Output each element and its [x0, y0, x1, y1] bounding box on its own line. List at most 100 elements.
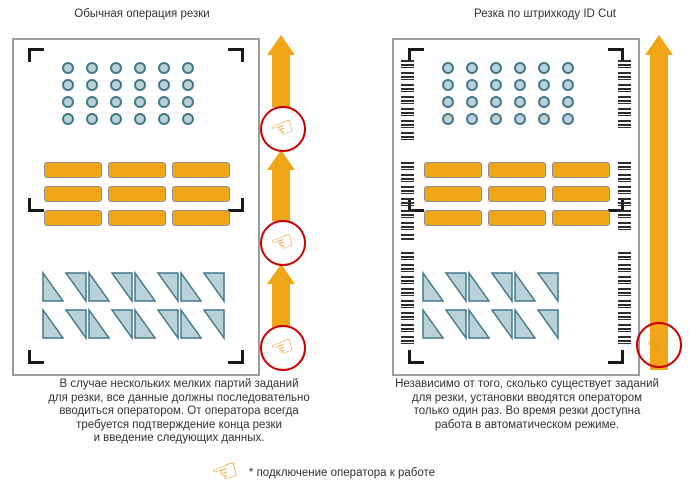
circle-label [538, 79, 550, 91]
rectangle-label [108, 186, 166, 202]
triangle-label [490, 309, 513, 341]
circle-label [86, 113, 98, 125]
circle-label [490, 62, 502, 74]
operator-stop-3: ☜ [260, 325, 306, 371]
triangle-label [42, 270, 65, 302]
rectangle-label [424, 186, 482, 202]
registration-mark [228, 48, 244, 62]
circle-label [110, 113, 122, 125]
rectangle-label [108, 210, 166, 226]
triangle-label [536, 272, 559, 304]
triangle-label [88, 307, 111, 339]
triangle-label [202, 309, 225, 341]
triangle-label-row [42, 270, 225, 304]
circle-label [134, 79, 146, 91]
triangle-label [88, 270, 111, 302]
triangle-label [202, 272, 225, 304]
triangle-label [444, 272, 467, 304]
sheet-idcut [392, 38, 640, 376]
sheet-normal-cutting [12, 38, 260, 376]
triangle-label [444, 309, 467, 341]
triangle-label [110, 272, 133, 304]
triangle-label-row [422, 307, 559, 341]
circle-label [62, 62, 74, 74]
registration-mark [608, 350, 624, 364]
circle-label [466, 79, 478, 91]
registration-mark [408, 48, 424, 62]
circle-label [442, 96, 454, 108]
operator-stop-1: ☜ [260, 106, 306, 152]
rectangle-label [44, 162, 102, 178]
circle-label [62, 113, 74, 125]
triangle-label [468, 270, 491, 302]
circle-label [86, 96, 98, 108]
registration-mark [608, 48, 624, 62]
circle-label [562, 96, 574, 108]
triangle-label [536, 309, 559, 341]
registration-mark [408, 350, 424, 364]
flow-arrow-segment [272, 53, 290, 107]
triangle-label [110, 309, 133, 341]
circle-label [514, 79, 526, 91]
barcode [401, 162, 414, 240]
caption-idcut: Независимо от того, сколько существует з… [395, 378, 659, 431]
circle-label [442, 62, 454, 74]
barcode [401, 252, 414, 344]
triangle-label [180, 270, 203, 302]
circle-label [110, 62, 122, 74]
operator-stop-idcut: ☜ [636, 322, 682, 368]
circle-label [466, 113, 478, 125]
circle-label [134, 113, 146, 125]
circle-label [442, 79, 454, 91]
registration-mark [228, 198, 244, 212]
triangle-label [514, 307, 537, 339]
label-dot-grid [62, 62, 194, 125]
rectangle-label [488, 210, 546, 226]
rectangle-label [552, 210, 610, 226]
circle-label [158, 113, 170, 125]
circle-label [538, 96, 550, 108]
triangle-label [134, 307, 157, 339]
registration-mark [28, 350, 44, 364]
circle-label [562, 79, 574, 91]
circle-label [86, 62, 98, 74]
circle-label [110, 79, 122, 91]
panel-title-idcut: Резка по штрихкоду ID Cut [474, 8, 616, 20]
registration-mark [28, 48, 44, 62]
circle-label [490, 96, 502, 108]
triangle-label [490, 272, 513, 304]
barcode [401, 60, 414, 142]
circle-label [490, 113, 502, 125]
triangle-label [42, 307, 65, 339]
triangle-label [468, 307, 491, 339]
caption-normal-cutting: В случае нескольких мелких партий задани… [48, 378, 310, 444]
job-bar-grid [424, 162, 610, 226]
circle-label [182, 96, 194, 108]
circle-label [562, 62, 574, 74]
operator-hand-icon: ☜ [207, 451, 244, 494]
job-bar-grid [44, 162, 230, 226]
label-dot-grid [442, 62, 574, 125]
triangle-label [156, 272, 179, 304]
flow-arrow-segment [272, 168, 290, 221]
triangle-label [64, 272, 87, 304]
circle-label [442, 113, 454, 125]
circle-label [134, 96, 146, 108]
legend-text: * подключение оператора к работе [248, 467, 436, 479]
barcode [618, 60, 631, 132]
flow-arrowhead [267, 150, 295, 170]
flow-arrow-segment [650, 53, 668, 370]
flow-arrowhead [267, 264, 295, 284]
circle-label [158, 62, 170, 74]
registration-mark [28, 198, 44, 212]
rectangle-label [424, 162, 482, 178]
circle-label [158, 79, 170, 91]
circle-label [182, 62, 194, 74]
rectangle-label [172, 162, 230, 178]
flow-arrow-segment [272, 282, 290, 332]
triangle-label [514, 270, 537, 302]
circle-label [86, 79, 98, 91]
circle-label [182, 113, 194, 125]
registration-mark [228, 350, 244, 364]
